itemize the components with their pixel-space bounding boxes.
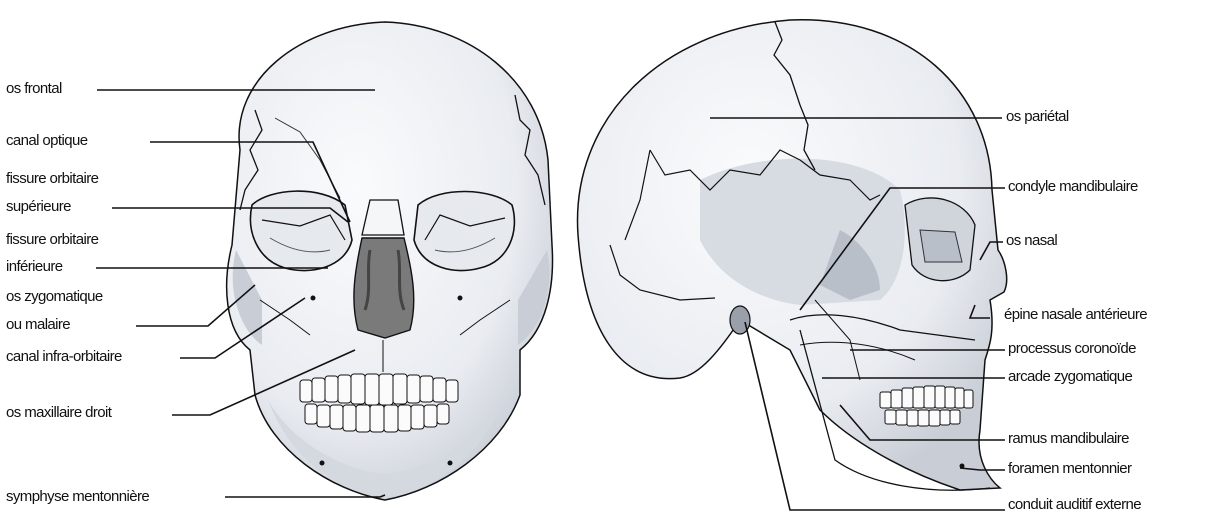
label-fissure-inf-1: fissure orbitaire [6,231,98,248]
label-nasal: os nasal [1006,232,1057,249]
label-canal-optique: canal optique [6,132,87,149]
label-zygomatique-1: os zygomatique [6,288,103,305]
side-teeth [880,386,973,426]
front-skull [227,22,553,500]
label-conduit: conduit auditif externe [1008,496,1141,513]
label-canal-infra: canal infra-orbitaire [6,348,122,365]
label-fissure-sup-1: fissure orbitaire [6,170,98,187]
label-maxillaire: os maxillaire droit [6,404,111,421]
label-coronoide: processus coronoïde [1008,340,1136,357]
left-orbit [414,191,514,270]
side-skull [578,20,1007,490]
nasal-cavity [354,238,414,338]
label-ramus: ramus mandibulaire [1008,430,1129,447]
label-os-frontal: os frontal [6,80,62,97]
label-foramen: foramen mentonnier [1008,460,1131,477]
label-fissure-inf-2: inférieure [6,258,63,275]
label-symphyse: symphyse mentonnière [6,488,149,505]
label-zygomatique-2: ou malaire [6,316,70,333]
label-fissure-sup-2: supérieure [6,198,71,215]
label-epine: épine nasale antérieure [1004,306,1147,323]
front-upper-teeth [300,374,458,405]
label-arcade: arcade zygomatique [1008,368,1132,385]
label-parietal: os pariétal [1006,108,1069,125]
label-condyle: condyle mandibulaire [1008,178,1138,195]
